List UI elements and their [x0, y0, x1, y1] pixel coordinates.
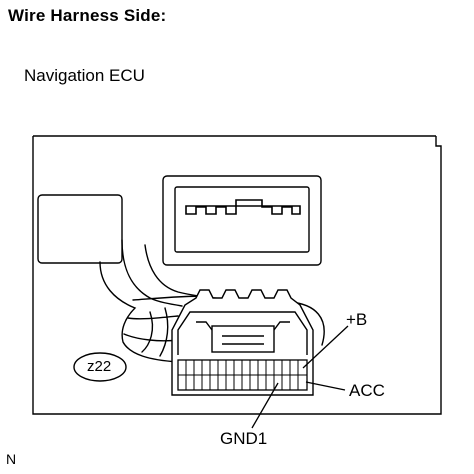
side-block — [37, 194, 123, 264]
footer-mark: N — [6, 451, 17, 467]
leader-acc — [305, 381, 346, 391]
connector-code-label: z22 — [87, 358, 112, 375]
page-title: Wire Harness Side: — [8, 6, 167, 25]
terminal-label-acc: ACC — [349, 381, 385, 400]
connector-code-bubble — [73, 352, 127, 382]
usb-socket — [162, 175, 322, 266]
component-name: Navigation ECU — [24, 66, 145, 85]
leader-lines — [251, 325, 349, 429]
leader-gnd1 — [251, 382, 279, 429]
terminal-label-plus-b: +B — [346, 310, 368, 329]
terminal-label-gnd1: GND1 — [220, 429, 268, 448]
connector-body — [171, 289, 314, 396]
terminal-grid — [177, 359, 308, 391]
leader-plus-b — [302, 325, 349, 369]
ecu-housing — [32, 135, 442, 415]
